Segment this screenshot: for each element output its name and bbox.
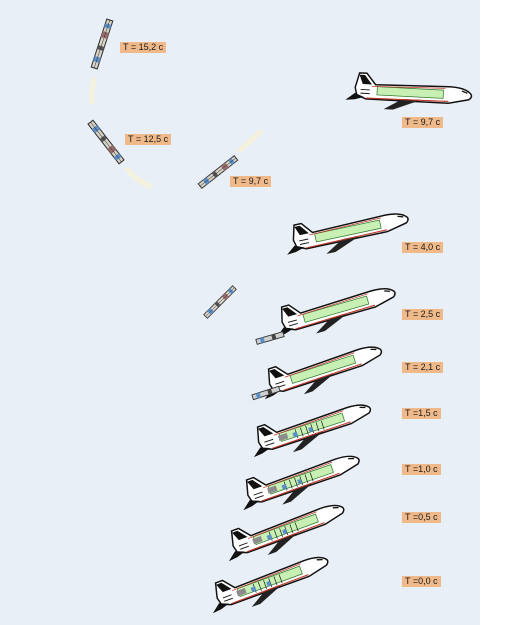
airplane-t00 — [203, 544, 333, 620]
airplane-t40 — [280, 200, 413, 263]
label-t10: T =1,0 с — [402, 464, 441, 475]
airplane-t21 — [255, 333, 388, 407]
label-t125: T = 12,5 с — [125, 134, 172, 145]
airplane-t25 — [268, 275, 401, 345]
label-t97b: T = 9,7 с — [230, 176, 272, 187]
section-t152 — [89, 18, 114, 105]
label-t15: T =1,5 с — [402, 408, 441, 419]
debris-t25 — [255, 331, 285, 345]
label-t152: T = 15,2 с — [120, 42, 167, 53]
label-t40: T = 4,0 с — [402, 242, 444, 253]
label-t25: T = 2,5 с — [402, 309, 444, 320]
airplane-t97 — [344, 71, 474, 115]
section-t97 — [197, 129, 263, 189]
right-margin — [480, 0, 512, 625]
label-t0: T =0,0 с — [402, 576, 441, 587]
section-t125 — [87, 119, 153, 189]
airplane-t15 — [245, 392, 375, 464]
section-t40 — [203, 285, 237, 319]
label-t97a: T = 9,7 с — [402, 117, 444, 128]
label-t05: T =0,5 с — [402, 512, 441, 523]
label-t21: T = 2,1 с — [402, 362, 444, 373]
airplane-t10 — [234, 443, 364, 517]
